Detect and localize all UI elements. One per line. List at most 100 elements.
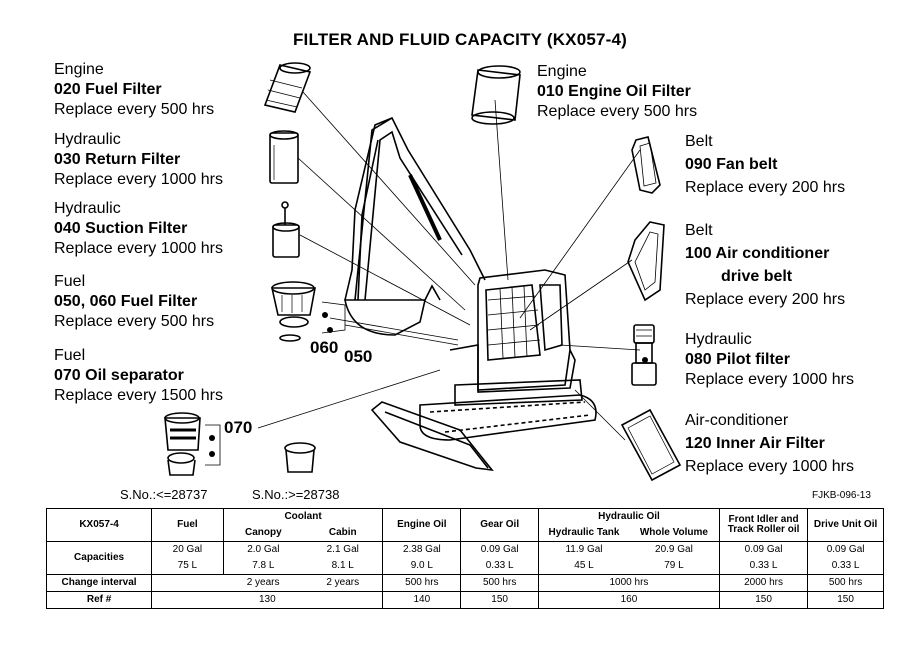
canopy-interval: 2 years <box>223 574 304 592</box>
canopy-header: Canopy <box>222 525 304 542</box>
arm <box>344 117 393 301</box>
model-header: KX057-4 <box>45 508 153 542</box>
ac-drive-belt-100-icon <box>627 221 665 302</box>
label-090-fan-belt: Belt 090 Fan belt Replace every 200 hrs <box>685 130 845 199</box>
label-030-return-filter: Hydraulic 030 Return Filter Replace ever… <box>54 130 223 190</box>
oil-separator-070-icon <box>164 412 221 476</box>
gear-oil-ref: 150 <box>460 591 540 609</box>
callout-060: 060 <box>310 338 339 357</box>
fuel-l: 75 L <box>151 558 224 575</box>
front-idler-interval: 2000 hrs <box>718 574 809 592</box>
front-idler-header: Front Idler and Track Roller oil <box>718 508 809 542</box>
cabin-l: 8.1 L <box>303 558 384 575</box>
label-interval: Replace every 200 hrs <box>685 291 846 308</box>
drive-unit-l: 0.33 L <box>807 558 884 575</box>
gear-oil-header: Gear Oil <box>460 508 540 542</box>
label-name: 030 Return Filter <box>54 151 181 168</box>
label-020-fuel-filter: Engine 020 Fuel Filter Replace every 500… <box>54 60 214 120</box>
fuel-filter-050-060-icon <box>271 281 346 342</box>
label-category: Fuel <box>54 347 86 364</box>
whole-volume-gal: 20.9 Gal <box>628 541 720 558</box>
figure-code: FJKB-096-13 <box>812 490 871 501</box>
bucket <box>344 299 427 336</box>
label-category: Engine <box>537 63 587 80</box>
label-010-engine-oil-filter: Engine 010 Engine Oil Filter Replace eve… <box>537 62 697 122</box>
coolant-header: Coolant <box>222 508 384 525</box>
canopy-gal: 2.0 Gal <box>222 541 304 558</box>
label-category: Hydraulic <box>685 331 752 348</box>
label-category: Hydraulic <box>54 200 121 217</box>
label-name: 040 Suction Filter <box>54 220 188 237</box>
label-interval: Replace every 1000 hrs <box>685 371 854 388</box>
hyd-tank-header: Hydraulic Tank <box>538 525 629 542</box>
whole-volume-l: 79 L <box>628 558 720 575</box>
label-category: Fuel <box>54 273 86 290</box>
cabin-interval: 2 years <box>303 574 384 592</box>
pilot-filter-080-icon <box>631 324 657 386</box>
label-070-oil-separator: Fuel 070 Oil separator Replace every 150… <box>54 346 223 406</box>
drive-unit-gal: 0.09 Gal <box>807 541 884 558</box>
label-040-suction-filter: Hydraulic 040 Suction Filter Replace eve… <box>54 199 223 259</box>
serial-before: S.No.:<=28737 <box>120 487 208 502</box>
label-120-inner-air-filter: Air-conditioner 120 Inner Air Filter Rep… <box>685 409 854 478</box>
label-name: 120 Inner Air Filter <box>685 435 825 452</box>
label-interval: Replace every 500 hrs <box>537 103 698 120</box>
page-title: FILTER AND FLUID CAPACITY (KX057-4) <box>292 30 628 49</box>
fan-belt-090-icon <box>631 136 661 194</box>
label-name: 010 Engine Oil Filter <box>537 83 691 100</box>
engine-oil-interval: 500 hrs <box>382 574 462 592</box>
label-category: Air-conditioner <box>685 412 789 429</box>
serial-after: S.No.:>=28738 <box>252 487 340 502</box>
dozer-blade <box>370 401 494 472</box>
capacity-table: KX057-4 Fuel Coolant Engine Oil Gear Oil… <box>45 508 884 609</box>
label-name: 070 Oil separator <box>54 367 184 384</box>
label-interval: Replace every 200 hrs <box>685 179 846 196</box>
fuel-filter-020-icon <box>263 62 312 113</box>
sediment-bowl-icon <box>284 442 316 473</box>
suction-filter-040-icon <box>272 201 300 258</box>
engine-oil-header: Engine Oil <box>382 508 462 542</box>
label-100-ac-drive-belt: Belt 100 Air conditioner drive belt Repl… <box>685 219 845 311</box>
upper-body <box>449 344 576 393</box>
boom <box>354 116 486 301</box>
hydraulic-ref: 160 <box>538 591 720 609</box>
label-name: 050, 060 Fuel Filter <box>54 293 198 310</box>
front-idler-gal: 0.09 Gal <box>718 541 809 558</box>
label-interval: Replace every 1000 hrs <box>685 458 854 475</box>
hydraulic-oil-header: Hydraulic Oil <box>538 508 720 525</box>
callout-070: 070 <box>224 418 253 437</box>
label-interval: Replace every 500 hrs <box>54 313 215 330</box>
label-name-line2: drive belt <box>721 268 793 285</box>
change-interval-label: Change interval <box>45 574 153 592</box>
engine-oil-ref: 140 <box>382 591 462 609</box>
return-filter-030-icon <box>269 130 299 184</box>
drive-unit-ref: 150 <box>807 591 884 609</box>
label-interval: Replace every 500 hrs <box>54 101 215 118</box>
front-idler-ref: 150 <box>718 591 809 609</box>
hyd-tank-l: 45 L <box>538 558 629 575</box>
label-category: Belt <box>685 222 713 239</box>
cabin-gal: 2.1 Gal <box>303 541 384 558</box>
whole-volume-header: Whole Volume <box>628 525 720 542</box>
front-idler-l: 0.33 L <box>718 558 809 575</box>
label-name: 080 Pilot filter <box>685 351 790 368</box>
label-category: Hydraulic <box>54 131 121 148</box>
inner-air-filter-120-icon <box>620 408 682 482</box>
fuel-gal: 20 Gal <box>151 541 224 558</box>
engine-oil-filter-010-icon <box>471 65 521 125</box>
label-category: Belt <box>685 133 713 150</box>
gear-oil-gal: 0.09 Gal <box>460 541 540 558</box>
track <box>419 394 597 441</box>
gear-oil-interval: 500 hrs <box>460 574 540 592</box>
label-interval: Replace every 1000 hrs <box>54 171 223 188</box>
hydraulic-interval: 1000 hrs <box>538 574 720 592</box>
drive-unit-interval: 500 hrs <box>807 574 884 592</box>
fuel-header: Fuel <box>151 508 224 542</box>
label-interval: Replace every 1500 hrs <box>54 387 223 404</box>
label-interval: Replace every 1000 hrs <box>54 240 223 257</box>
label-name: 090 Fan belt <box>685 156 778 173</box>
capacities-label: Capacities <box>45 541 153 575</box>
fuel-interval <box>151 574 224 592</box>
drive-unit-header: Drive Unit Oil <box>807 508 884 542</box>
